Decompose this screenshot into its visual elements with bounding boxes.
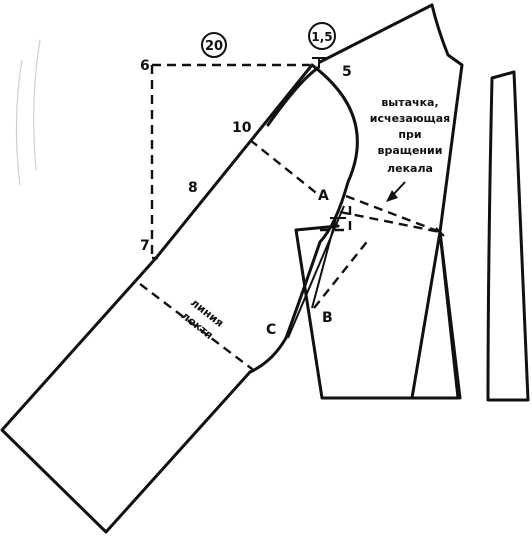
dimension-20: 20 (201, 32, 227, 58)
point-6-label: 6 (140, 58, 150, 74)
elbow-line-label: линия локтя (179, 296, 226, 342)
back-bodice-piece (486, 70, 530, 402)
point-10-label: 10 (232, 120, 252, 136)
front-bodice-outline (294, 3, 464, 400)
point-8-label: 8 (188, 180, 198, 196)
point-c-label: C (266, 322, 276, 338)
dimension-1-5-label: 1,5 (311, 30, 332, 44)
point-a-label: A (318, 188, 329, 204)
dart-note-line-4: вращении (378, 144, 443, 157)
dart-note-line-5: лекала (387, 162, 433, 175)
dart-note-line-3: при (398, 128, 421, 141)
dart-note: вытачка, исчезающая при вращении лекала (370, 96, 450, 175)
armhole-curve (266, 66, 320, 127)
dart-note-line-2: исчезающая (370, 112, 450, 125)
dart-note-line-1: вытачка, (381, 96, 438, 109)
point-b-label: B (322, 310, 333, 326)
point-7-label: 7 (140, 238, 150, 254)
dimension-1-5: 1,5 (308, 22, 336, 50)
construction-lines (139, 57, 445, 373)
dart-note-arrow (386, 181, 406, 202)
point-5-label: 5 (342, 64, 352, 80)
background-faint-marks (15, 39, 41, 186)
dimension-20-label: 20 (205, 39, 223, 54)
sleeve-outline (0, 63, 359, 534)
